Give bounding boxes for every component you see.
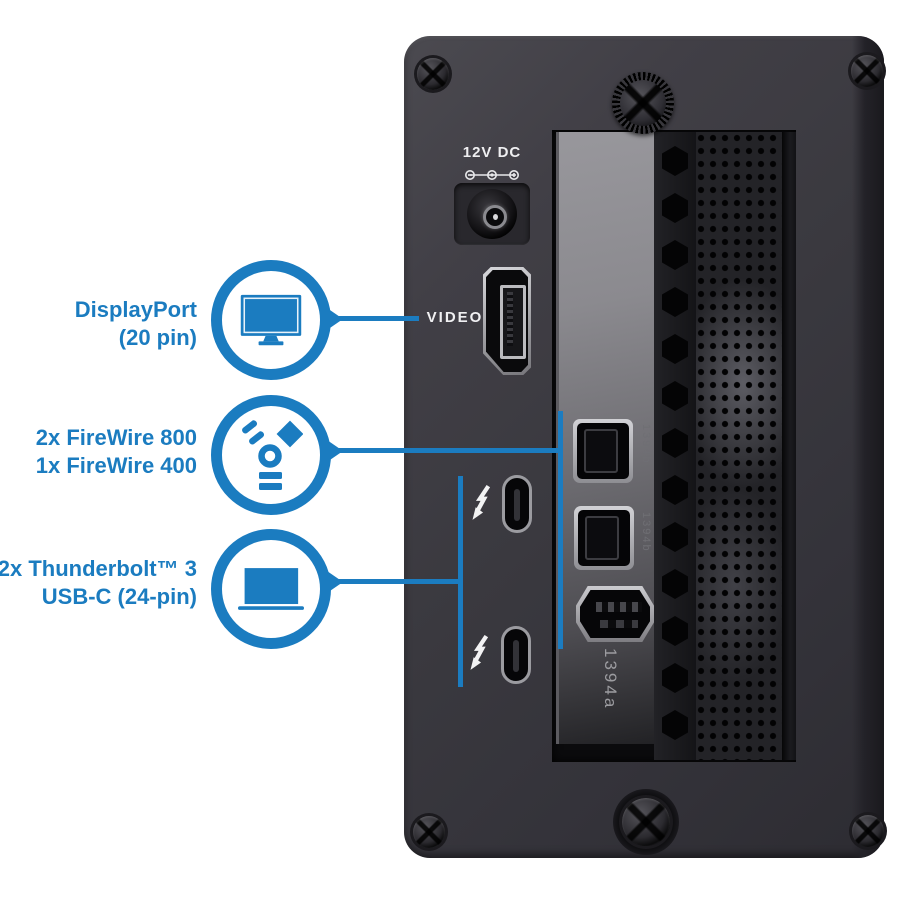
firewire-800-port-1 [573,419,633,483]
firewire-400-port [576,586,654,642]
firewire-icon [242,420,303,490]
device-side-edge [852,36,884,858]
hex-vent-column [654,132,696,760]
slot-right-frame [782,132,796,760]
thunderbolt-bolt-icon-2 [470,634,489,670]
thumbscrew-head [620,80,666,126]
callout-label-line2: USB-C (24-pin) [41,584,197,609]
video-port-label: VIDEO [426,309,484,326]
phillips-screw-bottom-left [413,816,445,848]
callout-circle-thunderbolt [211,529,331,649]
callout-label-line1: DisplayPort [74,297,197,322]
dc-jack-ring [483,205,507,229]
leader-line-firewire [335,448,563,453]
power-port-label: 12V DC [462,144,522,161]
phillips-screw-top-right [851,55,883,87]
leader-bracket-firewire [558,411,563,649]
usb-c-port-1 [502,475,532,533]
dc-jack-pin [493,214,498,220]
thumbscrew [612,72,674,134]
dc-power-jack [454,183,530,245]
leader-line-displayport [333,316,419,321]
callout-label-line1: 2x Thunderbolt™ 3 [0,556,197,581]
callout-circle-firewire [211,395,331,515]
callout-label-line2: (20 pin) [118,325,197,350]
displayport-port [483,267,531,375]
dc-barrel-jack [467,189,517,239]
phillips-screw-bottom-right [852,815,884,847]
displayport-cavity [486,270,528,372]
bracket-print-1394b-top: 1394b [640,424,652,465]
firewire-800-port-2 [574,506,634,570]
callout-label-displayport: DisplayPort (20 pin) [75,296,197,352]
callout-label-line1: 2x FireWire 800 [35,425,197,450]
leader-bracket-thunderbolt [458,476,463,687]
monitor-icon [240,294,302,346]
bracket-print-1394b-bottom: 1394b [640,512,652,553]
expansion-slot [552,130,796,762]
callout-circle-displayport [211,260,331,380]
phillips-screw-bottom-center [622,798,670,846]
vent-grille [696,132,782,760]
displayport-pins [507,292,513,346]
callout-label-line2: 1x FireWire 400 [35,453,197,478]
leader-line-thunderbolt [333,579,463,584]
dc-polarity-icon [465,170,519,180]
phillips-screw-top-left [417,58,449,90]
laptop-icon [238,568,304,610]
bracket-print-1394a: 1394a [601,648,620,711]
thunderbolt-bolt-icon-1 [472,484,491,520]
displayport-tongue [500,285,526,359]
callout-label-firewire: 2x FireWire 800 1x FireWire 400 [36,424,197,480]
callout-label-thunderbolt: 2x Thunderbolt™ 3 USB-C (24-pin) [0,555,197,611]
usb-c-port-2 [501,626,531,684]
device-rear-panel: 12V DC VIDEO [404,36,884,858]
